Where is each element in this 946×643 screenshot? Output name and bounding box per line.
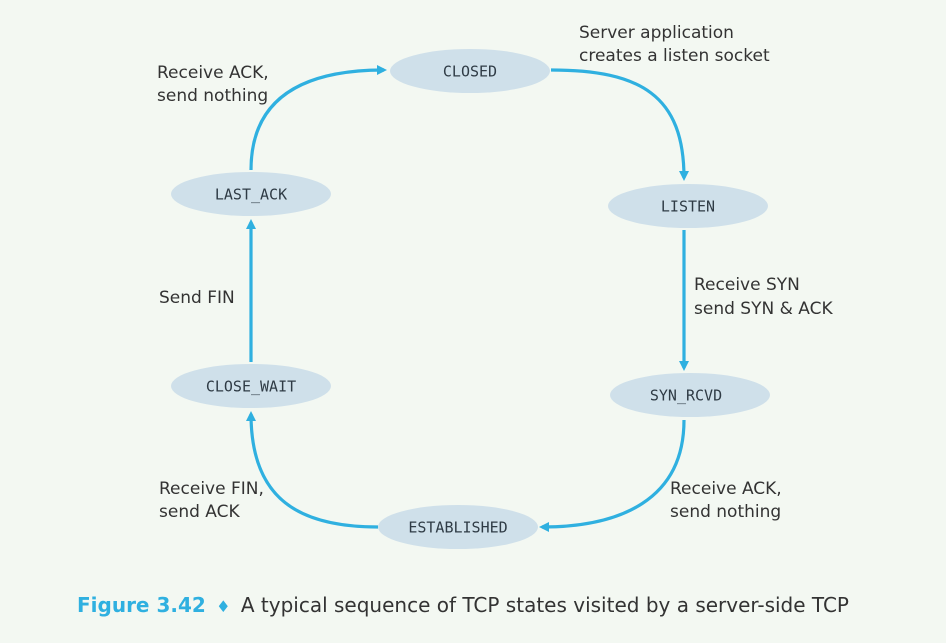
label-close-wait-to-last-ack: Send FIN xyxy=(159,288,235,308)
label-established-to-close-wait-line-2: send ACK xyxy=(159,502,240,522)
arrow-last-ack-to-closed xyxy=(249,65,387,171)
label-closed-to-listen-line-2: creates a listen socket xyxy=(579,46,770,66)
state-close-wait: CLOSE_WAIT xyxy=(171,364,331,408)
arrow-established-to-close-wait xyxy=(246,411,379,529)
label-established-to-close-wait-line-1: Receive FIN, xyxy=(159,479,264,499)
label-last-ack-to-closed: Receive ACK, send nothing xyxy=(157,63,269,106)
state-closed-label: CLOSED xyxy=(443,63,497,81)
figure-caption: Figure 3.42 ♦ A typical sequence of TCP … xyxy=(77,593,937,617)
state-last-ack-label: LAST_ACK xyxy=(215,186,287,204)
state-syn-rcvd-label: SYN_RCVD xyxy=(650,387,722,405)
state-syn-rcvd: SYN_RCVD xyxy=(610,373,770,417)
label-listen-to-syn-rcvd-line-1: Receive SYN xyxy=(694,275,800,295)
label-established-to-close-wait: Receive FIN, send ACK xyxy=(159,479,264,522)
arrow-closed-to-listen xyxy=(550,68,689,181)
label-last-ack-to-closed-line-2: send nothing xyxy=(157,86,268,106)
arrow-syn-rcvd-to-established xyxy=(539,419,686,532)
state-listen: LISTEN xyxy=(608,184,768,228)
label-last-ack-to-closed-line-1: Receive ACK, xyxy=(157,63,269,83)
state-established: ESTABLISHED xyxy=(378,505,538,549)
state-closed: CLOSED xyxy=(390,49,550,93)
figure-number: Figure 3.42 xyxy=(77,593,206,617)
caption-text: A typical sequence of TCP states visited… xyxy=(240,593,849,617)
label-closed-to-listen: Server application creates a listen sock… xyxy=(579,23,770,66)
label-closed-to-listen-line-1: Server application xyxy=(579,23,734,43)
state-listen-label: LISTEN xyxy=(661,198,715,216)
label-listen-to-syn-rcvd-line-2: send SYN & ACK xyxy=(694,299,833,319)
state-close-wait-label: CLOSE_WAIT xyxy=(206,378,296,396)
state-last-ack: LAST_ACK xyxy=(171,172,331,216)
label-syn-rcvd-to-established: Receive ACK, send nothing xyxy=(670,479,782,522)
label-close-wait-to-last-ack-line-1: Send FIN xyxy=(159,288,235,308)
state-established-label: ESTABLISHED xyxy=(408,519,507,537)
label-listen-to-syn-rcvd: Receive SYN send SYN & ACK xyxy=(694,275,833,319)
label-syn-rcvd-to-established-line-2: send nothing xyxy=(670,502,781,522)
label-syn-rcvd-to-established-line-1: Receive ACK, xyxy=(670,479,782,499)
diamond-separator: ♦ xyxy=(216,597,231,616)
